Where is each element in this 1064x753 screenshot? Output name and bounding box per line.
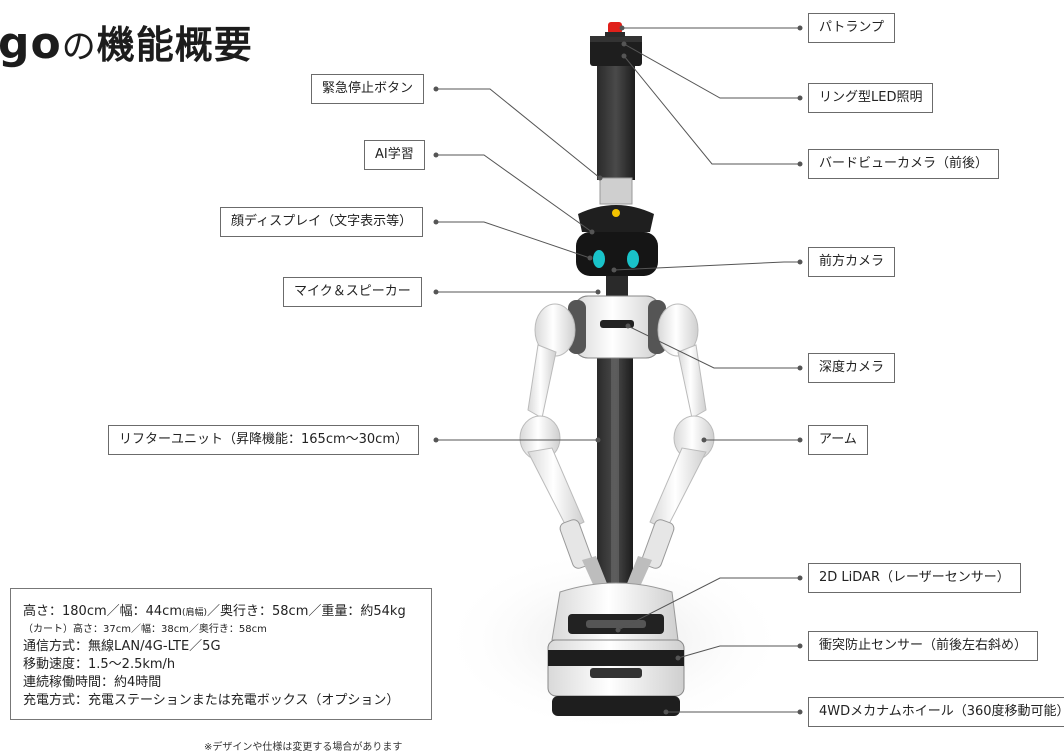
- label-birdview-camera: バードビューカメラ（前後）: [808, 149, 1000, 179]
- leader-lidar: [617, 577, 800, 631]
- leader-birdview: [623, 55, 800, 165]
- spec-cart: （カート）高さ：37cm／幅：38cm／奥行き：58cm: [23, 624, 267, 635]
- title-brand: go: [0, 18, 62, 69]
- label-lifter-unit: リフターユニット（昇降機能：165cm～30cm）: [108, 425, 419, 455]
- spec-speed: 移動速度：1.5～2.5km/h: [23, 657, 176, 672]
- leader-emergency-stop: [436, 88, 601, 179]
- lidar-icon: [586, 620, 646, 628]
- leader-depth-camera: [627, 325, 800, 369]
- leader-collision: [677, 645, 800, 659]
- left-eye-icon: [593, 250, 605, 268]
- patlamp-icon: [608, 22, 622, 34]
- label-mecanum-wheel: 4WDメカナムホイール（360度移動可能）: [808, 697, 1064, 727]
- spec-comm: 通信方式：無線LAN/4G-LTE／5G: [23, 639, 221, 654]
- collision-sensor-band: [548, 650, 684, 666]
- upper-pole: [597, 60, 635, 180]
- title-particle: の: [61, 27, 97, 67]
- label-face-display: 顔ディスプレイ（文字表示等）: [220, 207, 424, 237]
- head-hat: [578, 205, 654, 232]
- spec-size: 高さ：180cm／幅：44cm(肩幅)／奥行き：58cm／重量：約54kg: [23, 604, 406, 619]
- label-ring-led: リング型LED照明: [808, 83, 934, 113]
- spec-charge: 充電方式：充電ステーションまたは充電ボックス（オプション）: [23, 693, 400, 708]
- disclaimer-note: ※デザインや仕様は変更する場合があります: [204, 742, 403, 753]
- label-patlamp: パトランプ: [808, 13, 896, 43]
- label-front-camera: 前方カメラ: [808, 247, 896, 277]
- label-emergency-stop: 緊急停止ボタン: [311, 74, 425, 104]
- leader-front-camera: [613, 261, 800, 271]
- label-lidar: 2D LiDAR（レーザーセンサー）: [808, 563, 1021, 593]
- page-title: goの機能概要: [0, 14, 253, 69]
- spec-runtime: 連続稼働時間：約4時間: [23, 675, 162, 690]
- wheel-icon: [552, 696, 680, 716]
- specs-box: 高さ：180cm／幅：44cm(肩幅)／奥行き：58cm／重量：約54kg （カ…: [10, 588, 432, 720]
- leader-ring-led: [623, 43, 800, 99]
- label-ai-learning: AI学習: [364, 140, 425, 170]
- leader-face-display: [436, 221, 591, 259]
- top-cap: [590, 36, 642, 66]
- label-arm: アーム: [808, 425, 868, 455]
- right-eye-icon: [627, 250, 639, 268]
- label-mic-speaker: マイク＆スピーカー: [283, 277, 422, 307]
- label-collision-sensor: 衝突防止センサー（前後左右斜め）: [808, 631, 1039, 661]
- label-depth-camera: 深度カメラ: [808, 353, 896, 383]
- title-main: 機能概要: [96, 23, 253, 67]
- leader-ai-learning: [436, 154, 593, 233]
